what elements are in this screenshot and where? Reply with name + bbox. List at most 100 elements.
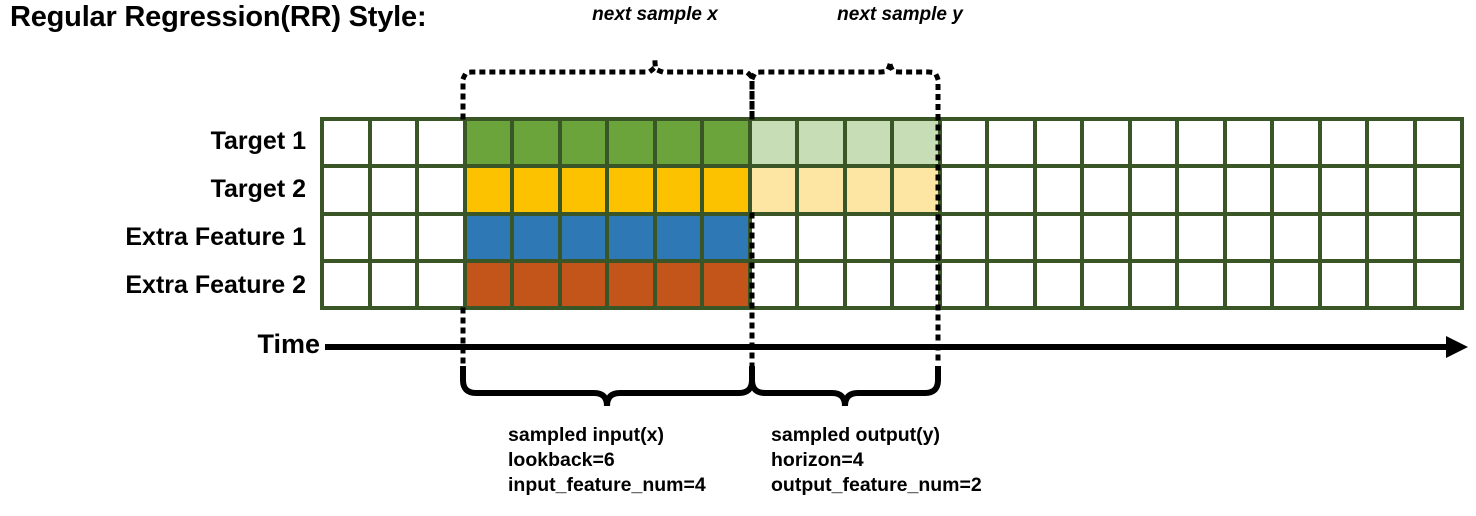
grid-cell: [894, 215, 938, 259]
grid-cell: [1179, 121, 1223, 165]
row-label-target-1: Target 1: [0, 117, 320, 165]
grid-cell: [1321, 262, 1365, 306]
grid-cell: [751, 215, 795, 259]
grid-cell: [1274, 121, 1318, 165]
grid-cell: [1274, 215, 1318, 259]
grid-cell: [419, 215, 463, 259]
grid-cell: [419, 121, 463, 165]
grid-cell: [371, 215, 415, 259]
grid-cell: [1179, 168, 1223, 212]
grid-cell: [894, 262, 938, 306]
grid-cell: [846, 262, 890, 306]
grid-cell: [799, 215, 843, 259]
grid-cell: [561, 262, 605, 306]
grid-cell: [1036, 168, 1080, 212]
grid-cell: [514, 121, 558, 165]
row-label-extra-feature-2: Extra Feature 2: [0, 261, 320, 309]
row-label-target-2: Target 2: [0, 165, 320, 213]
grid-cell: [704, 215, 748, 259]
grid-cell: [609, 215, 653, 259]
grid-cell: [941, 262, 985, 306]
annotation-next-sample-y: next sample y: [837, 4, 963, 25]
grid-cell: [1321, 168, 1365, 212]
grid-cell: [751, 168, 795, 212]
grid-cell: [1179, 262, 1223, 306]
grid-cell: [371, 121, 415, 165]
grid-cell: [704, 168, 748, 212]
grid-cell: [1179, 215, 1223, 259]
caption-input-line-2: lookback=6: [508, 449, 615, 471]
grid-cell: [371, 262, 415, 306]
grid-cell: [989, 262, 1033, 306]
grid-cell: [799, 168, 843, 212]
grid-cell: [1416, 121, 1460, 165]
grid-cell: [561, 168, 605, 212]
grid-cell: [1084, 121, 1128, 165]
grid-cell: [941, 168, 985, 212]
grid-cell: [704, 121, 748, 165]
timeseries-grid: [320, 117, 1464, 310]
grid-cell: [989, 121, 1033, 165]
grid-cell: [419, 262, 463, 306]
grid-cell: [989, 215, 1033, 259]
grid-cell: [704, 262, 748, 306]
grid-cell: [466, 262, 510, 306]
grid-cell: [514, 262, 558, 306]
grid-cell: [1226, 168, 1270, 212]
grid-cell: [609, 262, 653, 306]
page-title: Regular Regression(RR) Style:: [10, 1, 427, 33]
grid-cell: [1369, 215, 1413, 259]
grid-cell: [1321, 121, 1365, 165]
grid-cell: [941, 215, 985, 259]
grid-cell: [371, 168, 415, 212]
grid-cell: [846, 215, 890, 259]
grid-row-3: [324, 215, 1460, 259]
grid-cell: [1226, 215, 1270, 259]
grid-cell: [561, 215, 605, 259]
grid-cell: [1226, 262, 1270, 306]
row-label-text: Target 1: [210, 126, 306, 155]
grid-cell: [514, 168, 558, 212]
grid-cell: [1131, 121, 1175, 165]
dotted-brace-next-sample-x: [460, 61, 755, 120]
grid-cell: [894, 121, 938, 165]
grid-cell: [656, 121, 700, 165]
grid-cell: [419, 168, 463, 212]
caption-output-line-2: horizon=4: [771, 449, 864, 471]
grid-cell: [466, 168, 510, 212]
row-label-text: Target 2: [210, 174, 306, 203]
grid-cell: [799, 121, 843, 165]
grid-row-1: [324, 121, 1460, 165]
grid-cell: [1084, 215, 1128, 259]
grid-cell: [846, 121, 890, 165]
grid-cell: [514, 215, 558, 259]
dotted-brace-next-sample-y: [749, 61, 941, 120]
grid-cell: [1321, 215, 1365, 259]
grid-cell: [466, 215, 510, 259]
grid-cell: [656, 262, 700, 306]
grid-cell: [941, 121, 985, 165]
grid-cell: [656, 215, 700, 259]
grid-cell: [656, 168, 700, 212]
grid-cell: [751, 121, 795, 165]
grid-cell: [894, 168, 938, 212]
caption-sampled-input: sampled input(x) lookback=6 input_featur…: [508, 423, 706, 498]
solid-brace-sampled-input: [460, 366, 755, 407]
grid-cell: [1226, 121, 1270, 165]
grid-cell: [324, 262, 368, 306]
grid-cell: [1131, 215, 1175, 259]
grid-cell: [1416, 168, 1460, 212]
grid-row-4: [324, 262, 1460, 306]
grid-cell: [1036, 262, 1080, 306]
grid-cell: [751, 262, 795, 306]
grid-cell: [1274, 262, 1318, 306]
grid-cell: [1084, 262, 1128, 306]
grid-cell: [1369, 262, 1413, 306]
grid-cell: [1084, 168, 1128, 212]
grid-cell: [989, 168, 1033, 212]
grid-cell: [324, 215, 368, 259]
grid-cell: [1416, 215, 1460, 259]
grid-cell: [1274, 168, 1318, 212]
row-label-text: Extra Feature 1: [125, 222, 306, 251]
